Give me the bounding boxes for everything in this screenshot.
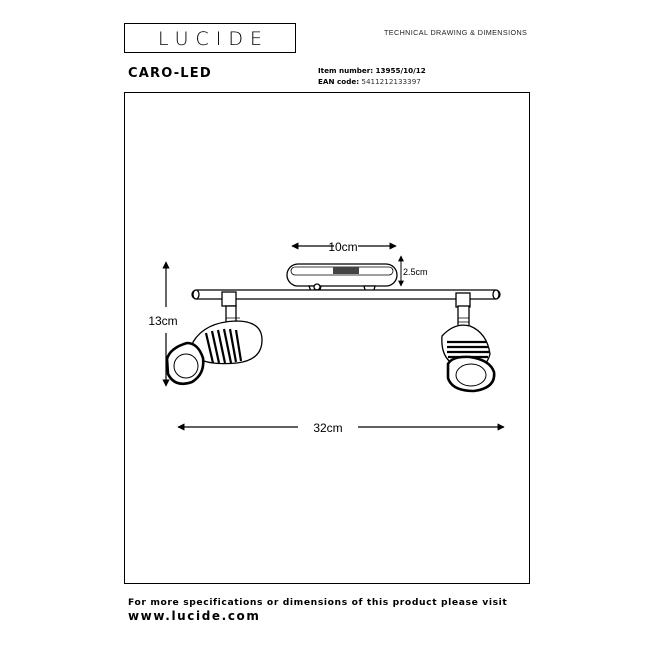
footer-note: For more specifications or dimensions of… [128,597,508,608]
lucide-logo: LUCIDE [124,23,296,53]
document-type-label: TECHNICAL DRAWING & DIMENSIONS [384,28,528,37]
dimension-base-width: 10cm [291,240,397,254]
website-link[interactable]: www.lucide.com [128,609,261,623]
item-number-row: Item number: 13955/10/12 [318,66,426,75]
dimension-label-total-length: 32cm [313,421,342,435]
dimension-total-length: 32cm [177,421,505,435]
right-spotlight [441,292,496,393]
bar-tube [191,289,501,300]
dimension-base-height: 2.5cm [398,255,428,287]
item-number-value: 13955/10/12 [375,66,426,75]
dimension-label-base-height: 2.5cm [403,267,428,277]
left-spotlight [165,291,263,386]
ean-code-value: 5411212133397 [361,77,421,86]
logo-text: LUCIDE [157,28,270,50]
ean-code-label: EAN code: [318,77,360,86]
ean-code-row: EAN code: 5411212133397 [318,77,421,86]
product-name: CARO-LED [128,66,212,81]
dimension-label-total-height: 13cm [148,314,177,328]
dimension-label-base-width: 10cm [328,240,357,254]
item-number-label: Item number: [318,66,374,75]
drawing-frame [124,92,530,584]
fixture-drawing [165,263,501,393]
